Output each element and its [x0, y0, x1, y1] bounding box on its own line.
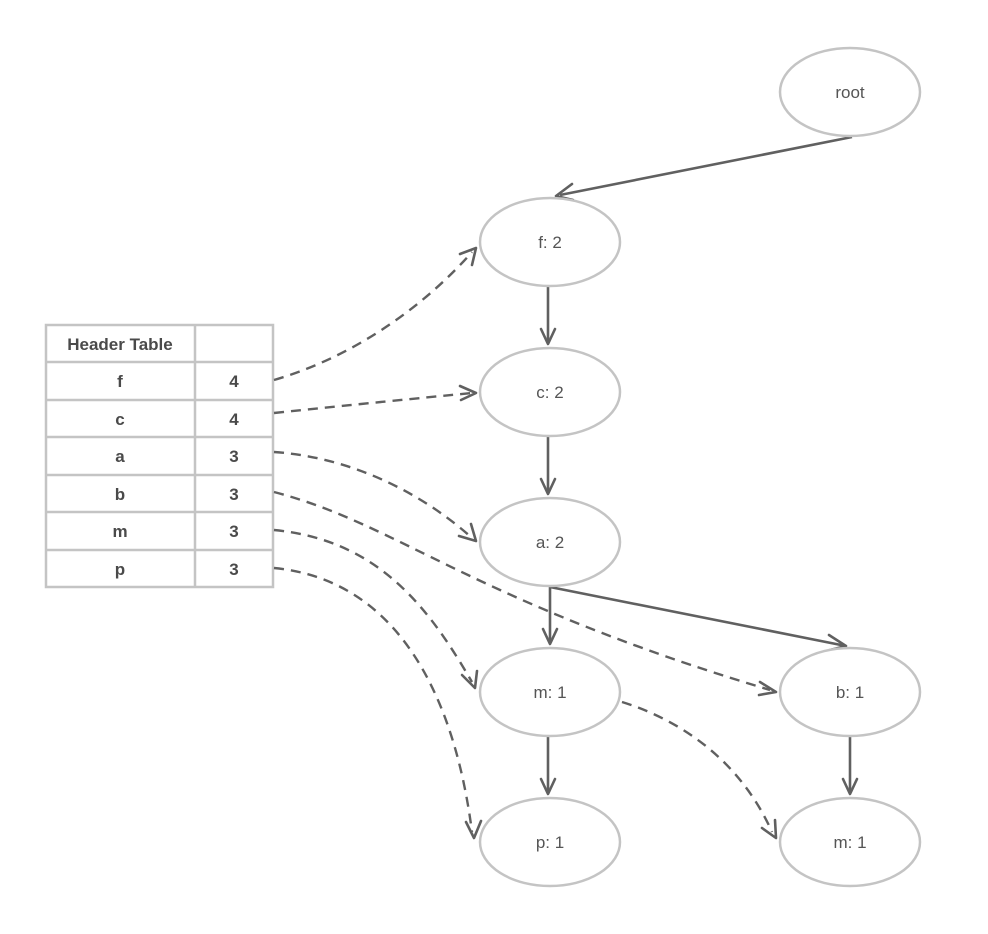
- node-label: b: 1: [836, 683, 864, 702]
- node-ellipse: [478, 346, 622, 438]
- header-table-item: f: [117, 372, 123, 391]
- header-table-item: p: [115, 560, 125, 579]
- arrowhead: [539, 327, 557, 346]
- node-label: root: [835, 83, 865, 102]
- arrowhead: [757, 680, 778, 697]
- arrowhead: [458, 246, 478, 267]
- header-table-count: 3: [229, 522, 238, 541]
- header-table-count: 3: [229, 560, 238, 579]
- header-table-count: 3: [229, 447, 238, 466]
- tree-edge-root-f: [559, 135, 853, 197]
- header-table-item: b: [115, 485, 125, 504]
- tree-node-f: f: 2: [478, 196, 622, 288]
- node-label: a: 2: [536, 533, 564, 552]
- tree-edges: [539, 135, 859, 796]
- arrowhead: [539, 777, 557, 796]
- node-link-m: [273, 528, 474, 683]
- arrowhead: [460, 669, 479, 690]
- node-ellipse: [478, 196, 622, 288]
- header-table-item: c: [115, 410, 124, 429]
- node-ellipse: [478, 646, 622, 738]
- node-link-b: [273, 490, 771, 692]
- tree-node-m: m: 1: [478, 646, 622, 738]
- node-label: f: 2: [538, 233, 562, 252]
- node-label: m: 1: [833, 833, 866, 852]
- tree-node-b: b: 1: [778, 646, 922, 738]
- arrowhead: [541, 627, 559, 646]
- header-table-item: m: [112, 522, 127, 541]
- tree-node-m-2: m: 1: [778, 796, 922, 888]
- tree-nodes: root f: 2 c: 2 a: 2 m: 1 b: 1 p: 1 m: 1: [478, 46, 922, 888]
- node-ellipse: [778, 646, 922, 738]
- node-link-m-to-m: [621, 700, 774, 833]
- tree-node-root: root: [778, 46, 922, 138]
- header-table-item: a: [115, 447, 125, 466]
- node-link-f: [273, 251, 473, 382]
- node-label: m: 1: [533, 683, 566, 702]
- arrowhead: [458, 384, 478, 402]
- node-label: p: 1: [536, 833, 564, 852]
- node-label: c: 2: [536, 383, 563, 402]
- header-table-count: 4: [229, 410, 239, 429]
- tree-node-c: c: 2: [478, 346, 622, 438]
- node-links: [273, 246, 778, 840]
- node-ellipse: [478, 496, 622, 588]
- arrowhead: [464, 819, 483, 840]
- node-link-c: [273, 391, 473, 415]
- arrowhead: [841, 777, 859, 796]
- header-table-border: [44, 323, 275, 589]
- arrowhead: [760, 818, 778, 840]
- node-link-p: [273, 566, 474, 833]
- header-table-count: 3: [229, 485, 238, 504]
- node-ellipse: [778, 796, 922, 888]
- node-ellipse: [778, 46, 922, 138]
- arrowhead: [457, 522, 478, 543]
- tree-node-p: p: 1: [478, 796, 622, 888]
- arrowhead: [539, 477, 557, 496]
- node-ellipse: [478, 796, 622, 888]
- node-link-a: [273, 450, 473, 539]
- tree-node-a: a: 2: [478, 496, 622, 588]
- tree-edge-a-b: [549, 585, 847, 648]
- header-table: Header Table f 4 c 4 a 3 b 3 m 3 p 3: [44, 323, 275, 589]
- header-table-count: 4: [229, 372, 239, 391]
- header-table-title: Header Table: [67, 335, 173, 354]
